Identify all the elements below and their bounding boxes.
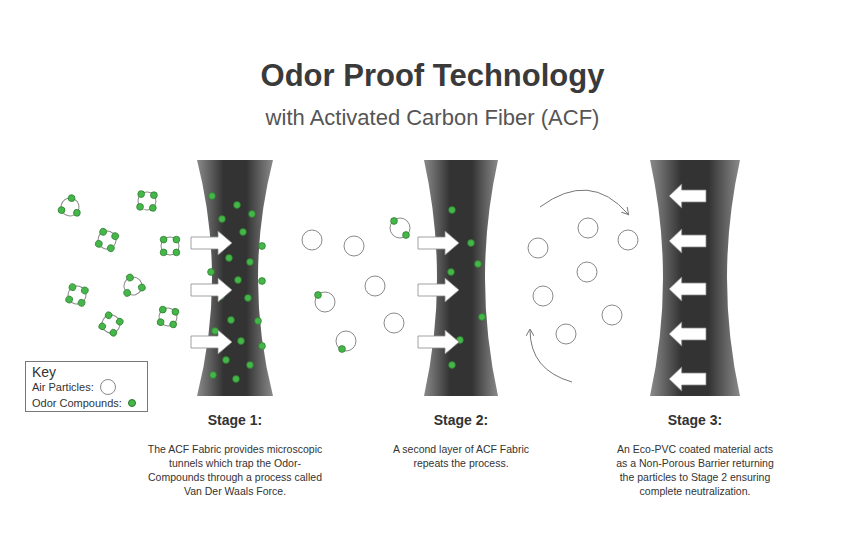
legend-entry: Air Particles: — [32, 381, 94, 393]
band-outline — [424, 160, 498, 396]
key-title: Key — [32, 364, 56, 380]
stage-description: A second layer of ACF Fabric repeats the… — [391, 442, 531, 470]
diagram-subtitle: with Activated Carbon Fiber (ACF) — [0, 105, 865, 131]
stage-band: Stage 3:An Eco-PVC coated material acts … — [650, 160, 740, 396]
band-outline — [650, 160, 740, 396]
legend-swatch — [100, 379, 116, 395]
stage-band: Stage 2:A second layer of ACF Fabric rep… — [424, 160, 498, 396]
band-shape — [197, 160, 273, 396]
key-box: Key Air Particles: Odor Compounds: — [25, 361, 148, 412]
band-shape — [650, 160, 740, 396]
band-shape — [424, 160, 498, 396]
stage-text: Stage 3: An Eco-PVC coated material acts … — [613, 412, 778, 498]
diagram-title: Odor Proof Technology — [0, 58, 865, 94]
stage-description: The ACF Fabric provides microscopic tunn… — [146, 442, 324, 498]
band-outline — [197, 160, 273, 396]
stage-text: Stage 1: The ACF Fabric provides microsco… — [146, 412, 324, 498]
stage-heading: Stage 3: — [613, 412, 778, 428]
stage-band: Stage 1:The ACF Fabric provides microsco… — [197, 160, 273, 396]
legend-swatch — [128, 399, 136, 407]
stage-heading: Stage 1: — [146, 412, 324, 428]
legend-entry: Odor Compounds: — [32, 397, 122, 409]
stage-description: An Eco-PVC coated material acts as a Non… — [613, 442, 778, 498]
stage-heading: Stage 2: — [391, 412, 531, 428]
stage-text: Stage 2: A second layer of ACF Fabric rep… — [391, 412, 531, 470]
